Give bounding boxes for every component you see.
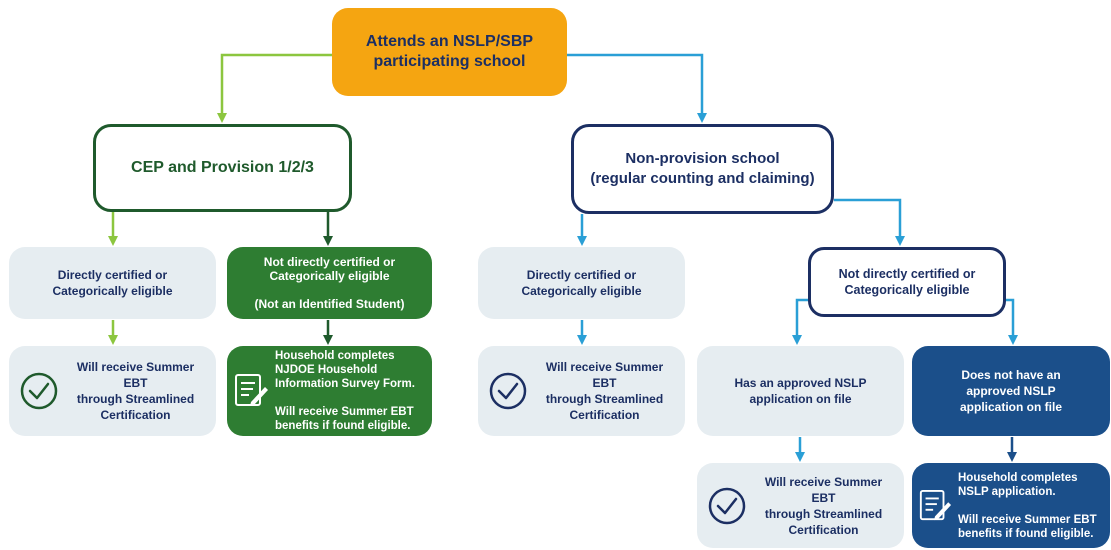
node-left-ndc-result: Household completes NJDOE Household Info… [227,346,432,436]
node-non-provision: Non-provision school (regular counting a… [571,124,834,214]
check-circle-icon [19,371,59,411]
node-has-app-result-text: Will receive Summer EBT through Streamli… [764,474,883,537]
node-cep-provision: CEP and Provision 1/2/3 [93,124,352,212]
check-circle-icon [707,486,747,526]
node-left-directly-certified: Directly certified or Categorically elig… [9,247,216,319]
node-mid-directly-certified: Directly certified or Categorically elig… [478,247,685,319]
node-cep-provision-label: CEP and Provision 1/2/3 [131,159,314,176]
node-left-ndc-result-text: Household completes NJDOE Household Info… [275,350,415,432]
check-circle-icon [488,371,528,411]
node-no-app-result: Household completes NSLP application. Wi… [912,463,1110,548]
node-no-approved-application: Does not have an approved NSLP applicati… [912,346,1110,436]
form-pencil-icon [918,486,952,526]
node-right-not-directly-certified: Not directly certified or Categorically … [808,247,1006,317]
node-has-approved-application: Has an approved NSLP application on file [697,346,904,436]
node-mid-dc-result: Will receive Summer EBT through Streamli… [478,346,685,436]
node-no-app-result-text: Household completes NSLP application. Wi… [958,471,1097,540]
node-left-not-directly-certified: Not directly certified or Categorically … [227,247,432,319]
connector-nonprov-to-ndc [834,198,905,246]
node-left-dc-result-text: Will receive Summer EBT through Streamli… [76,360,195,422]
node-left-dc-result: Will receive Summer EBT through Streamli… [9,346,216,436]
node-participating-school: Attends an NSLP/SBP participating school [332,8,567,96]
node-mid-dc-result-text: Will receive Summer EBT through Streamli… [545,360,664,422]
connector-top-to-nonprovision [567,53,707,123]
node-has-app-result: Will receive Summer EBT through Streamli… [697,463,904,548]
connector-top-to-cep [217,53,332,123]
form-pencil-icon [233,371,269,411]
